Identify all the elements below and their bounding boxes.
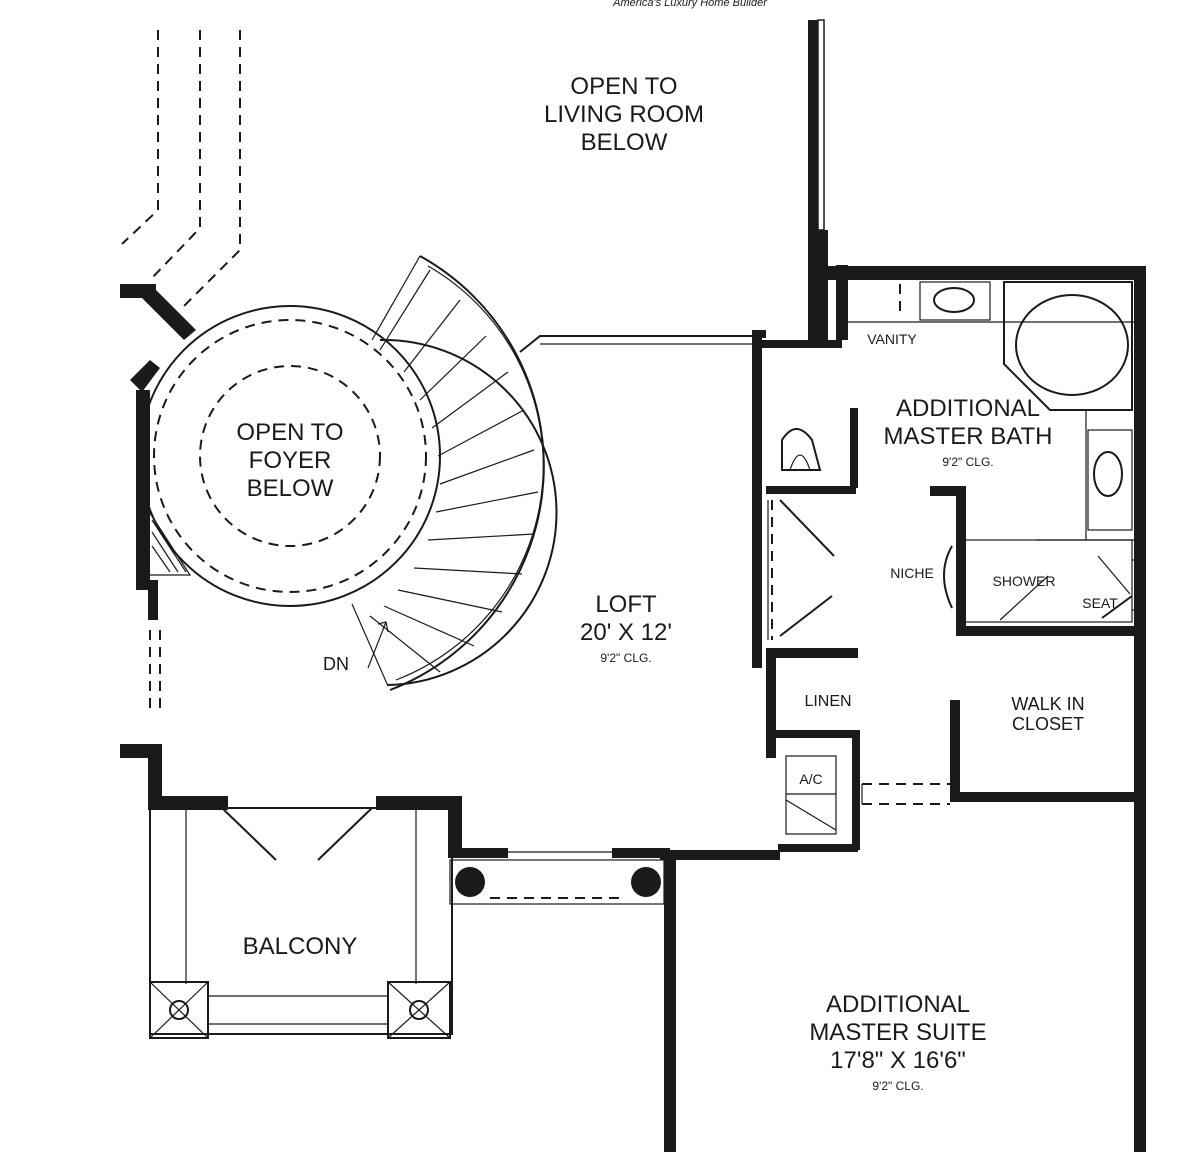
- loft-size: 20' X 12': [580, 619, 672, 646]
- stair-dn-label: DN: [323, 654, 349, 674]
- niche-label: NICHE: [890, 565, 934, 581]
- living-open-line-2: LIVING ROOM: [544, 101, 704, 128]
- foyer-open-line-2: FOYER: [249, 447, 332, 474]
- foyer-open-line-3: BELOW: [247, 475, 334, 502]
- balcony-label: BALCONY: [243, 933, 358, 960]
- room-labels: OPEN TO LIVING ROOM BELOW OPEN TO FOYER …: [236, 73, 1118, 1093]
- living-open-line-3: BELOW: [581, 129, 668, 156]
- suite-ceiling: 9'2" CLG.: [872, 1079, 923, 1093]
- loft-ceiling: 9'2" CLG.: [600, 651, 651, 665]
- vanity-label: VANITY: [867, 331, 917, 347]
- linen-label: LINEN: [804, 693, 851, 710]
- bath-name-line-1: ADDITIONAL: [896, 395, 1040, 422]
- foyer-opening: [139, 305, 441, 607]
- living-open-line-1: OPEN TO: [570, 73, 677, 100]
- bath-ceiling: 9'2" CLG.: [942, 455, 993, 469]
- loft-name: LOFT: [595, 591, 657, 618]
- walls: [120, 19, 1146, 1152]
- suite-name-line-1: ADDITIONAL: [826, 991, 970, 1018]
- foyer-open-line-1: OPEN TO: [236, 419, 343, 446]
- suite-size: 17'8" X 16'6": [830, 1047, 966, 1074]
- shower-label: SHOWER: [993, 573, 1056, 589]
- header-text: America's Luxury Home Builder: [612, 0, 768, 9]
- spiral-stair: [351, 255, 558, 691]
- bath-name-line-2: MASTER BATH: [884, 423, 1053, 450]
- suite-name-line-2: MASTER SUITE: [809, 1019, 986, 1046]
- ac-label: A/C: [799, 771, 822, 787]
- closet-line-2: CLOSET: [1012, 714, 1084, 734]
- thin-lines: [121, 30, 1146, 1039]
- closet-line-1: WALK IN: [1011, 694, 1084, 714]
- seat-label: SEAT: [1082, 595, 1118, 611]
